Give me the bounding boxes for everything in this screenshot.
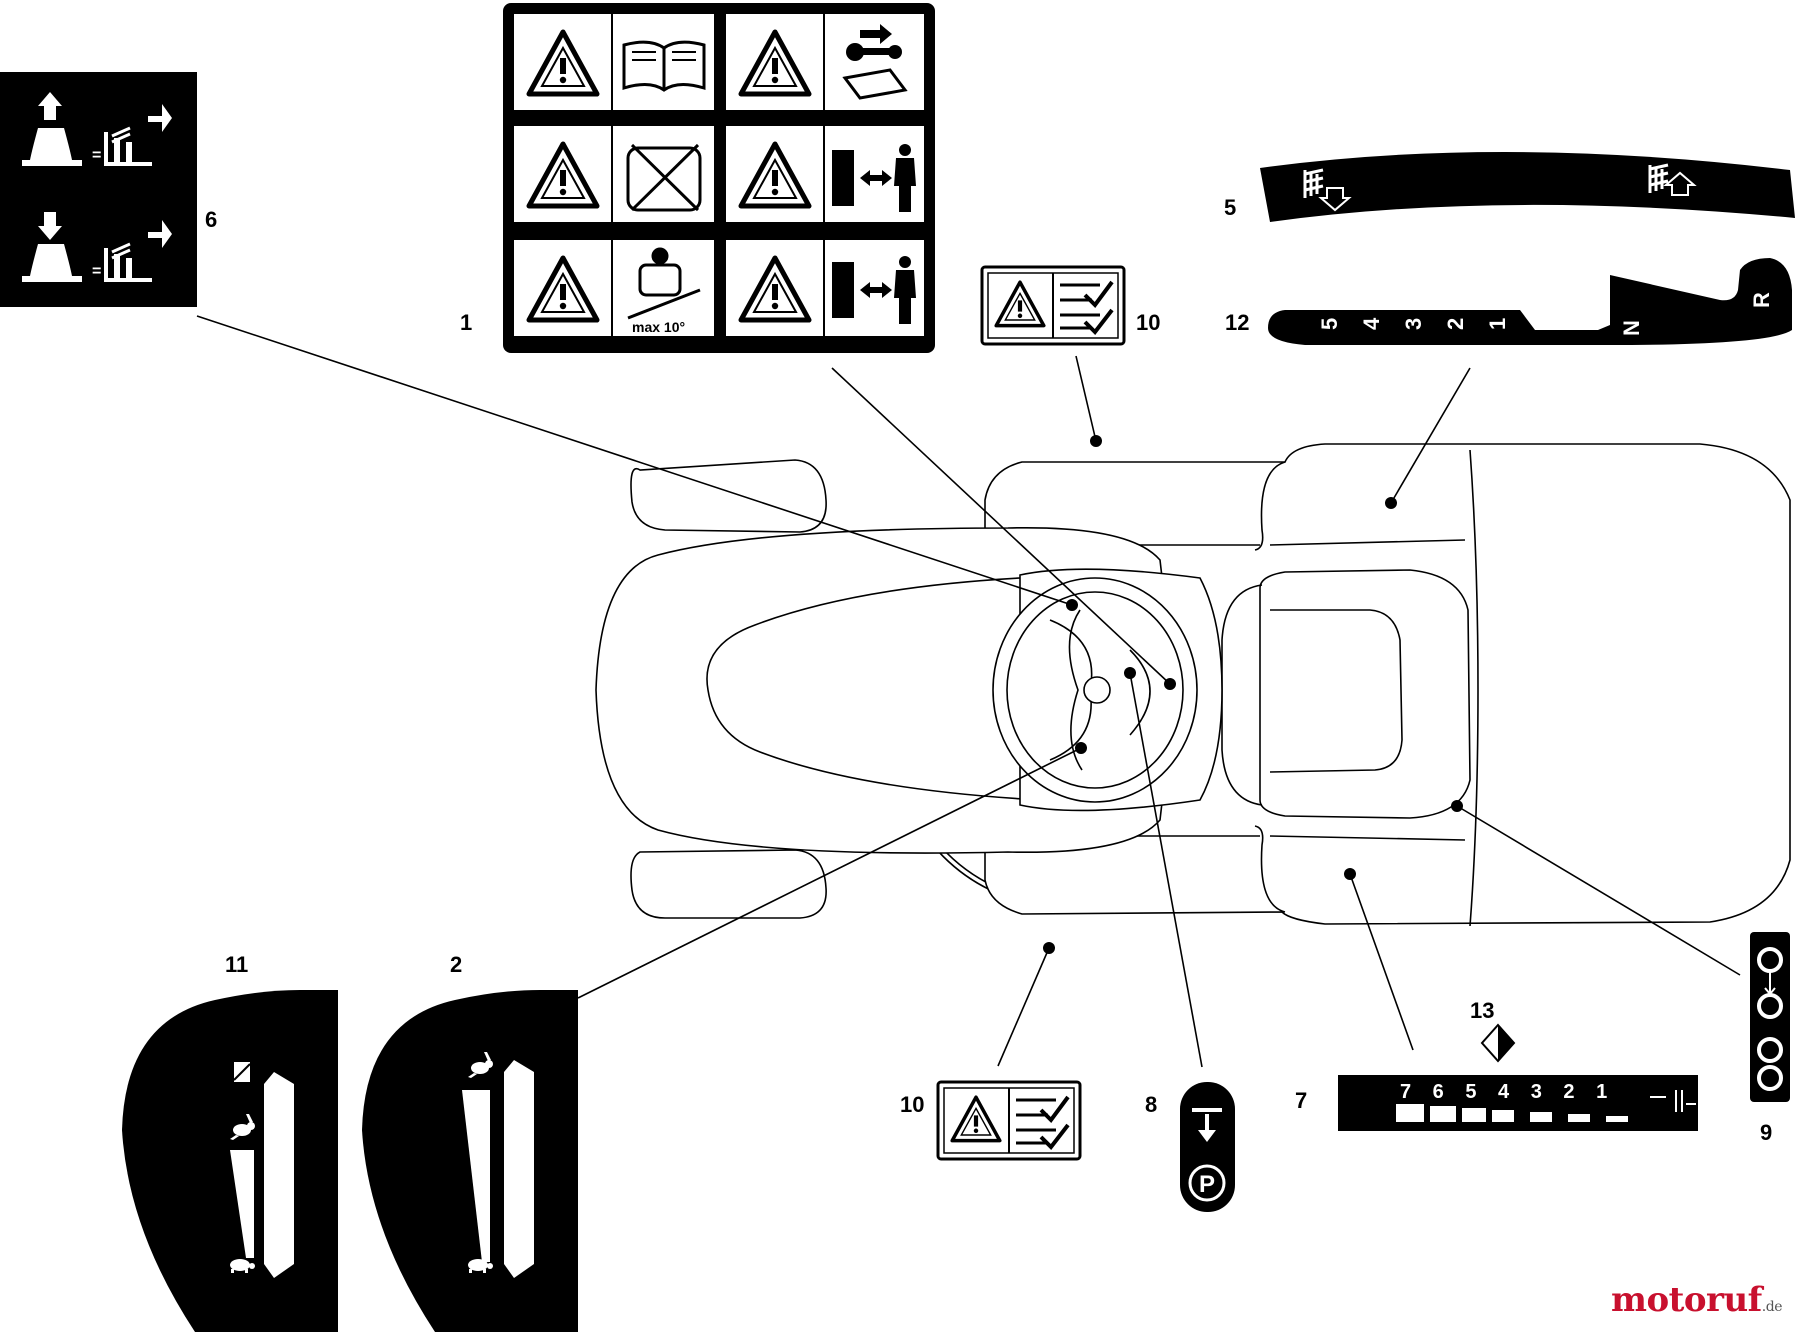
gear-5: 5 <box>1317 318 1342 330</box>
callout-2: 2 <box>450 952 462 977</box>
speed-bars <box>1396 1104 1628 1122</box>
steering-hub <box>1083 676 1111 704</box>
slope-icon <box>627 247 701 320</box>
no-passenger-icon <box>626 143 702 212</box>
park-letter: P <box>1199 1171 1215 1198</box>
decal-6-deck-lift: = = <box>0 72 197 307</box>
leader-lines <box>196 315 1741 1068</box>
gear-2: 2 <box>1443 318 1468 330</box>
svg-text:=: = <box>92 147 101 164</box>
lift-down-icon: = <box>22 212 172 284</box>
gear-3: 3 <box>1401 318 1426 330</box>
svg-text:=: = <box>92 263 101 280</box>
keep-distance-icon <box>832 256 916 324</box>
decal-1-safety-panel: max 10° <box>503 3 935 353</box>
decal-2-throttle <box>362 990 578 1332</box>
callout-9: 9 <box>1760 1120 1772 1145</box>
callout-12: 12 <box>1225 310 1249 335</box>
callout-1: 1 <box>460 310 472 335</box>
decal-11-throttle <box>122 990 338 1332</box>
front-wheel-bottom <box>630 849 827 919</box>
gear-reverse: R <box>1749 292 1774 308</box>
callout-7: 7 <box>1295 1088 1307 1113</box>
decal-8-park-brake: P <box>1180 1082 1235 1212</box>
callout-5: 5 <box>1224 195 1236 220</box>
lift-up-icon: = <box>22 92 172 168</box>
callout-11: 11 <box>225 952 248 977</box>
watermark-logo: motoruf.de <box>1611 1280 1783 1320</box>
seat <box>1259 569 1471 819</box>
decal-7-speed-strip: 7 6 5 4 3 2 1 <box>1338 1075 1698 1131</box>
mower-top-view <box>595 435 1791 954</box>
speed-numbers: 7 6 5 4 3 2 1 <box>1400 1081 1615 1103</box>
park-brake-icon <box>1192 1108 1222 1142</box>
front-wheel-top <box>630 459 827 533</box>
decal-13-diamond <box>1480 1023 1516 1063</box>
gear-neutral: N <box>1619 320 1644 336</box>
manual-book-icon <box>622 40 706 92</box>
decal-10-bottom <box>936 1080 1082 1161</box>
callout-10-bottom: 10 <box>900 1092 924 1117</box>
callout-13: 13 <box>1470 998 1494 1023</box>
slope-limit-label: max 10° <box>632 319 685 335</box>
callout-8: 8 <box>1145 1092 1157 1117</box>
key-icon <box>842 24 908 100</box>
watermark-brand: motoruf <box>1611 1280 1762 1320</box>
decal-10-top <box>980 265 1126 346</box>
decal-5-lift-strip <box>1260 151 1795 222</box>
callout-10-top: 10 <box>1136 310 1160 335</box>
callout-6: 6 <box>205 207 217 232</box>
decal-12-gear-gate: 5 4 3 2 1 N R <box>1268 258 1792 345</box>
gear-4: 4 <box>1359 317 1384 330</box>
gear-numbers: 5 4 3 2 1 N R <box>1317 292 1774 336</box>
decal-9-hitch <box>1750 932 1790 1102</box>
choke-icon <box>233 1062 251 1082</box>
watermark-suffix: .de <box>1761 1299 1783 1315</box>
keep-distance-icon <box>832 144 916 212</box>
gear-1: 1 <box>1485 318 1510 330</box>
